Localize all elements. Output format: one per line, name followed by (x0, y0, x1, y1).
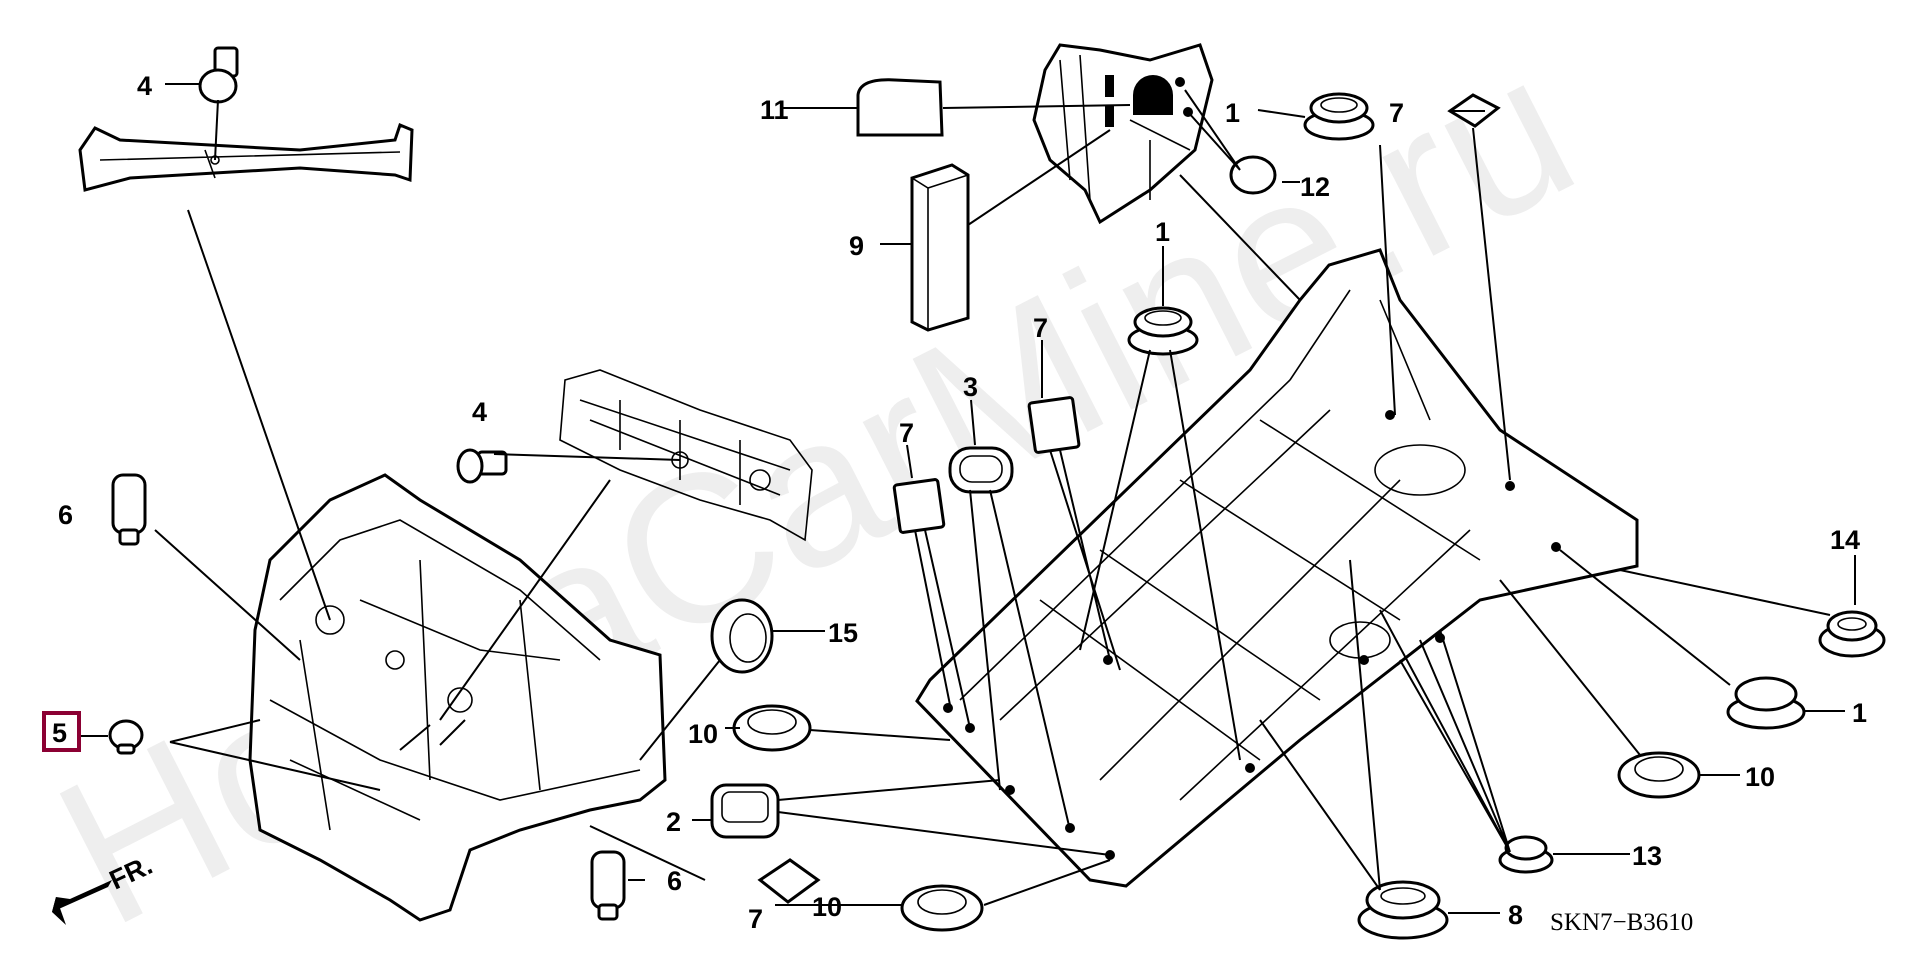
callout-labels: 4 11 1 7 12 9 1 7 3 4 7 6 14 15 5 10 1 1… (52, 71, 1867, 934)
rear-pillar-panel (1032, 43, 1214, 225)
callout-13[interactable]: 13 (1632, 841, 1662, 871)
bolt-clip-4 (198, 46, 239, 104)
callout-2[interactable]: 2 (666, 807, 681, 837)
callout-8[interactable]: 8 (1508, 900, 1523, 930)
grommet-2 (710, 783, 780, 839)
grommet-10-a (732, 704, 812, 752)
foam-block-9 (910, 163, 970, 332)
callout-4[interactable]: 4 (137, 71, 152, 101)
grommet-10-c (900, 884, 984, 932)
callout-4[interactable]: 4 (472, 397, 487, 427)
callout-12[interactable]: 12 (1300, 172, 1330, 202)
callout-9[interactable]: 9 (849, 231, 864, 261)
grommet-13 (1498, 835, 1554, 874)
callout-7[interactable]: 7 (899, 418, 914, 448)
callout-10[interactable]: 10 (1745, 762, 1775, 792)
grommet-8 (1357, 880, 1449, 940)
callout-7[interactable]: 7 (748, 904, 763, 934)
callout-1[interactable]: 1 (1155, 217, 1170, 247)
callout-14[interactable]: 14 (1830, 525, 1860, 555)
bumper-6-bottom (590, 850, 626, 921)
bumper-6-top (111, 473, 147, 546)
seal-12 (1229, 155, 1277, 195)
plug-4 (456, 448, 508, 484)
callout-10[interactable]: 10 (812, 892, 842, 922)
highlight-box (42, 711, 81, 752)
grommet-1-right (1726, 676, 1806, 730)
firewall-detail (559, 369, 813, 542)
foam-11 (856, 78, 944, 137)
grommet-1-top (1303, 92, 1375, 141)
callout-1[interactable]: 1 (1225, 98, 1240, 128)
plug-5 (108, 719, 144, 755)
callout-1[interactable]: 1 (1852, 698, 1867, 728)
callout-7[interactable]: 7 (1389, 98, 1404, 128)
grommet-1-middle (1127, 306, 1199, 356)
callout-15[interactable]: 15 (828, 618, 858, 648)
pad-7-left (892, 478, 946, 534)
leader-lines (80, 83, 1856, 914)
callout-5[interactable]: 5 (52, 718, 67, 748)
front-cross-member (78, 122, 414, 192)
diagram-code: SKN7−B3610 (1550, 909, 1693, 936)
callout-10[interactable]: 10 (688, 719, 718, 749)
callout-11[interactable]: 11 (760, 95, 789, 125)
pad-7-middle (1027, 396, 1081, 454)
callout-6[interactable]: 6 (58, 500, 73, 530)
grommet-15 (710, 598, 774, 674)
grommet-14 (1818, 610, 1886, 658)
callout-6[interactable]: 6 (667, 866, 682, 896)
grommet-10-b (1617, 751, 1701, 799)
front-frame-assembly (248, 473, 667, 922)
pad-7-bottom (757, 858, 821, 904)
callout-3[interactable]: 3 (963, 372, 978, 402)
grommet-3 (948, 446, 1014, 494)
callout-7[interactable]: 7 (1033, 313, 1048, 343)
